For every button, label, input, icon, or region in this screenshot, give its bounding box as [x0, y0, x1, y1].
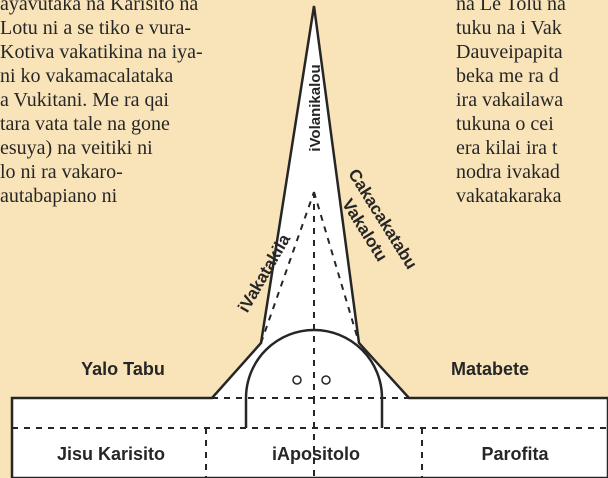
church-building	[10, 5, 608, 478]
left-text-line: Lotu ni a se tiko e vura-	[0, 17, 192, 39]
door-knob-left	[292, 375, 302, 385]
left-text-line: autabapiano ni	[0, 185, 118, 207]
right-text-line: nodra ivakad	[456, 161, 560, 183]
left-room-label: Yalo Tabu	[81, 359, 165, 379]
left-text-line: tara vata tale na gone	[0, 113, 170, 135]
spire-label: iVolanikalou	[307, 64, 324, 151]
left-text-line: ayavutaka na Karisito na	[0, 0, 199, 15]
right-text-line: na Le Tolu na	[456, 0, 566, 15]
left-text-line: esuya) na veitiki ni	[0, 137, 153, 159]
right-text-line: era kilai ira t	[456, 137, 558, 159]
right-room-label: Matabete	[451, 359, 529, 379]
left-text-line: ni ko vakamacalataka	[0, 65, 174, 87]
door-knob-right	[321, 375, 331, 385]
left-text-line: Kotiva vakatikina na iya-	[0, 41, 203, 63]
right-text-line: beka me ra d	[456, 65, 559, 87]
left-text-line: lo ni ra vakaro-	[0, 161, 123, 183]
left-text-line: a Vukitani. Me ra qai	[0, 89, 169, 111]
foundation-label-2: iApositolo	[272, 444, 360, 464]
right-text-line: Dauveipapita	[456, 41, 563, 63]
right-text-line: tuku na i Vak	[456, 17, 562, 39]
spire-base-right-line	[313, 191, 360, 344]
right-text-line: ira vakailawa	[456, 89, 564, 111]
right-body-text: na Le Tolu na tuku na i Vak Dauveipapita…	[456, 0, 566, 208]
foundation-label-3: Parofita	[481, 444, 549, 464]
foundation-label-1: Jisu Karisito	[57, 444, 165, 464]
right-text-line: tukuna o cei	[456, 113, 554, 135]
arched-doorway	[244, 328, 384, 428]
left-body-text: ayavutaka na Karisito na Lotu ni a se ti…	[0, 0, 203, 208]
spire-base-left-line	[260, 191, 315, 344]
right-text-line: vakatakaraka	[456, 185, 562, 207]
